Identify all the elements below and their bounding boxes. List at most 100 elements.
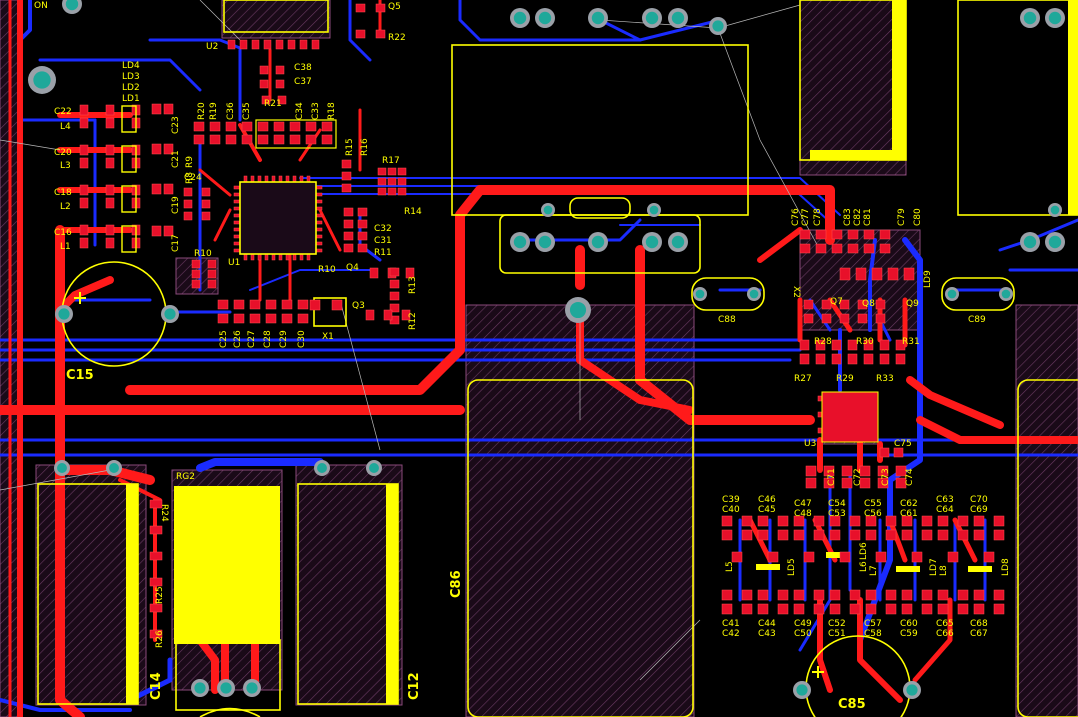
label-ld4: LD4 (122, 61, 140, 71)
label-c16: C16 (54, 228, 72, 238)
label-ld5: LD5 (787, 558, 797, 576)
label-r13: R13 (408, 276, 418, 294)
label-r28: R28 (814, 337, 832, 347)
label-c18: C18 (54, 188, 72, 198)
label-u2: U2 (206, 42, 218, 52)
label-ld2: LD2 (122, 83, 140, 93)
label-r33: R33 (876, 374, 894, 384)
label-c83: C83 (843, 208, 853, 226)
label-l5: L5 (725, 561, 735, 572)
label-c41: C41 (722, 619, 740, 629)
reference-designators: ON Q5 R22 U2 C38 C37 LD4 LD3 LD2 LD1 C22… (34, 1, 1011, 712)
label-c70: C70 (970, 495, 988, 505)
label-c32: C32 (374, 224, 392, 234)
label-c55: C55 (864, 499, 882, 509)
label-c38: C38 (294, 63, 312, 73)
label-r9: R9 (185, 156, 195, 168)
label-c39: C39 (722, 495, 740, 505)
label-c79: C79 (897, 208, 907, 226)
label-c59: C59 (900, 629, 918, 639)
label-c23: C23 (171, 116, 181, 134)
label-c76: C76 (791, 208, 801, 226)
label-r20: R20 (197, 102, 207, 120)
label-c72: C72 (853, 468, 863, 486)
label-c60: C60 (900, 619, 918, 629)
label-r26: R26 (155, 630, 165, 648)
label-c20: C20 (54, 148, 72, 158)
label-c88: C88 (718, 315, 736, 325)
label-c89: C89 (968, 315, 986, 325)
label-c65: C65 (936, 619, 954, 629)
label-l3: L3 (60, 161, 71, 171)
label-ld6: LD6 (859, 542, 869, 560)
label-ld9: LD9 (923, 270, 933, 288)
label-c43: C43 (758, 629, 776, 639)
label-r11: R11 (374, 248, 392, 258)
label-r27: R27 (794, 374, 812, 384)
label-ld8: LD8 (1001, 558, 1011, 576)
label-c52: C52 (828, 619, 846, 629)
label-r18: R18 (327, 102, 337, 120)
label-c30: C30 (297, 330, 307, 348)
label-r12: R12 (408, 312, 418, 330)
label-c61: C61 (900, 509, 918, 519)
label-c15: C15 (66, 368, 94, 383)
polarity-marks (74, 292, 824, 678)
label-c33: C33 (311, 102, 321, 120)
label-c48: C48 (794, 509, 812, 519)
label-c82: C82 (853, 208, 863, 226)
label-c44: C44 (758, 619, 776, 629)
label-q8: Q8 (862, 299, 875, 309)
label-c31: C31 (374, 236, 392, 246)
label-c28: C28 (263, 330, 273, 348)
label-c34: C34 (295, 102, 305, 120)
label-c69: C69 (970, 505, 988, 515)
label-c49: C49 (794, 619, 812, 629)
through-hole-vias (28, 0, 1065, 699)
label-c24: C24 (184, 173, 202, 183)
label-c86: C86 (449, 570, 464, 598)
label-c73: C73 (881, 468, 891, 486)
label-c47: C47 (794, 499, 812, 509)
label-u1: U1 (228, 258, 240, 268)
label-ld3: LD3 (122, 72, 140, 82)
label-c58: C58 (864, 629, 882, 639)
label-l2: L2 (60, 202, 71, 212)
label-c57: C57 (864, 619, 882, 629)
label-c25: C25 (219, 330, 229, 348)
label-c75: C75 (894, 439, 912, 449)
label-c42: C42 (722, 629, 740, 639)
label-c85: C85 (838, 697, 866, 712)
label-c64: C64 (936, 505, 954, 515)
label-r10b: R10 (318, 265, 336, 275)
label-ld1: LD1 (122, 94, 140, 104)
label-r22: R22 (388, 33, 406, 43)
label-c54: C54 (828, 499, 846, 509)
label-on: ON (34, 1, 48, 11)
label-c53: C53 (828, 509, 846, 519)
label-c45: C45 (758, 505, 776, 515)
label-l1: L1 (60, 242, 71, 252)
label-c78: C78 (813, 208, 823, 226)
label-c29: C29 (279, 330, 289, 348)
label-r17: R17 (382, 156, 400, 166)
label-r16: R16 (360, 138, 370, 156)
label-r10a: R10 (194, 249, 212, 259)
label-c22: C22 (54, 107, 72, 117)
silkscreen-solid-marks (126, 0, 1078, 704)
label-c36: C36 (226, 102, 236, 120)
label-x2: X2 (791, 286, 801, 298)
label-x1: X1 (322, 332, 334, 342)
label-c50: C50 (794, 629, 812, 639)
label-c37: C37 (294, 77, 312, 87)
label-ld7: LD7 (929, 558, 939, 576)
label-c71: C71 (827, 468, 837, 486)
label-q9: Q9 (906, 299, 919, 309)
label-c51: C51 (828, 629, 846, 639)
label-c77: C77 (801, 208, 811, 226)
label-r25: R25 (155, 586, 165, 604)
label-c21: C21 (171, 150, 181, 168)
label-c74: C74 (905, 468, 915, 486)
label-r31: R31 (902, 337, 920, 347)
